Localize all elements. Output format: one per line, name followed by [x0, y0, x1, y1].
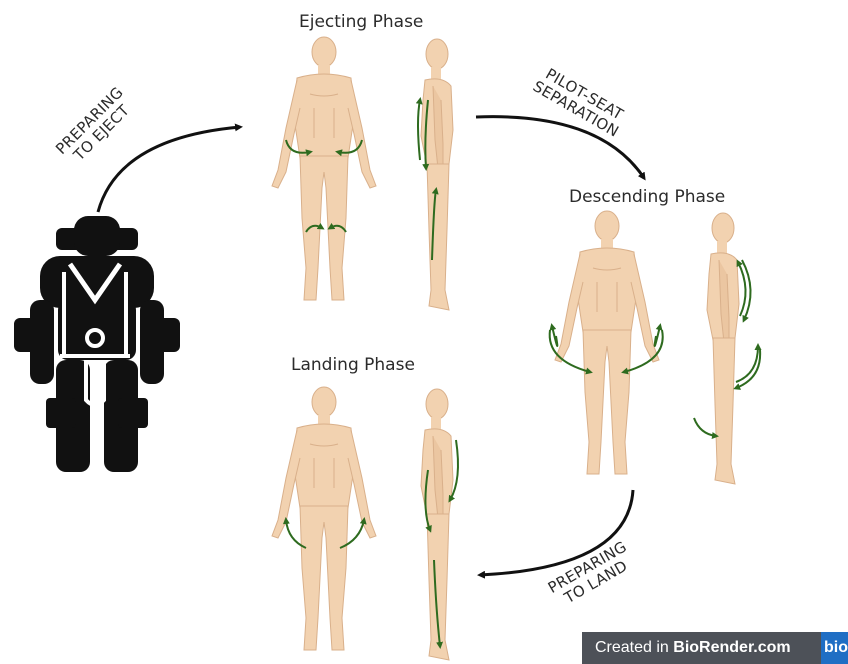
ejecting-side-figure	[421, 39, 453, 310]
ejecting-phase-title: Ejecting Phase	[299, 12, 423, 32]
badge-prefix: Created in	[595, 639, 673, 656]
landing-front-figure	[272, 387, 376, 650]
pilot-flight-suit-icon	[14, 216, 180, 472]
ejecting-front-figure	[272, 37, 376, 300]
descending-front-figure	[555, 211, 659, 474]
badge-site: BioRender.com	[673, 639, 790, 656]
biorender-logo-icon: bio	[821, 632, 848, 664]
landing-phase-title: Landing Phase	[291, 355, 415, 375]
descending-side-figure	[707, 213, 739, 484]
biorender-badge[interactable]: Created in BioRender.com bio	[582, 632, 848, 664]
arrow-preparing-to-eject	[98, 127, 240, 212]
descending-phase-title: Descending Phase	[569, 187, 725, 207]
